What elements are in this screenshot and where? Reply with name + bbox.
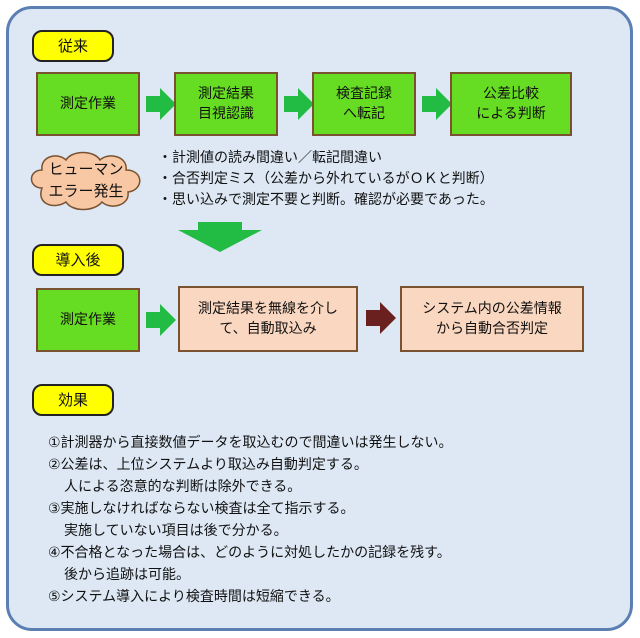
effect-item: ③実施しなければならない検査は全て指示する。 (48, 501, 355, 517)
effect-item: 人による恣意的な判断は除外できる。 (64, 479, 302, 495)
arrow-icon (366, 302, 396, 334)
effect-item: ⑤システム導入により検査時間は短縮できる。 (48, 589, 340, 605)
bullet-item: ・思い込みで測定不要と判断。確認が必要であった。 (158, 192, 494, 208)
cloud-icon (30, 151, 141, 211)
effects-label: 効果 (32, 384, 114, 416)
before-step-measure: 測定作業 (36, 72, 140, 136)
effect-item: ②公差は、上位システムより取込み自動判定する。 (48, 457, 368, 473)
arrow-icon (284, 88, 314, 120)
after-step-auto-judgement: システム内の公差情報 から自動合否判定 (400, 286, 584, 352)
arrow-icon (146, 88, 176, 120)
before-step-tolerance-compare: 公差比較 による判断 (450, 72, 572, 136)
error-bullet-list: ・計測値の読み間違い／転記間違い ・合否判定ミス（公差から外れているがＯＫと判断… (158, 148, 494, 211)
effect-item: 実施していない項目は後で分かる。 (64, 523, 288, 539)
bullet-item: ・計測値の読み間違い／転記間違い (158, 150, 382, 166)
human-error-bubble: ヒューマン エラー発生 (24, 148, 148, 214)
after-step-wireless-capture: 測定結果を無線を介し て、自動取込み (178, 286, 358, 352)
after-step-measure: 測定作業 (36, 288, 140, 352)
before-label: 従来 (32, 30, 114, 62)
effect-item: 後から追跡は可能。 (64, 567, 190, 583)
after-label: 導入後 (32, 244, 124, 276)
effect-item: ①計測器から直接数値データを取込むので間違いは発生しない。 (48, 435, 453, 451)
before-step-transcribe: 検査記録 へ転記 (312, 72, 416, 136)
arrow-icon (422, 88, 452, 120)
down-arrow-icon (178, 222, 262, 252)
arrow-icon (146, 304, 176, 336)
effect-item: ④不合格となった場合は、どのように対処したかの記録を残す。 (48, 545, 451, 561)
before-step-visual-check: 測定結果 目視認識 (174, 72, 278, 136)
effects-list: ①計測器から直接数値データを取込むので間違いは発生しない。 ②公差は、上位システ… (48, 432, 453, 608)
human-error-text: ヒューマン エラー発生 (48, 160, 124, 200)
bullet-item: ・合否判定ミス（公差から外れているがＯＫと判断） (158, 171, 494, 187)
